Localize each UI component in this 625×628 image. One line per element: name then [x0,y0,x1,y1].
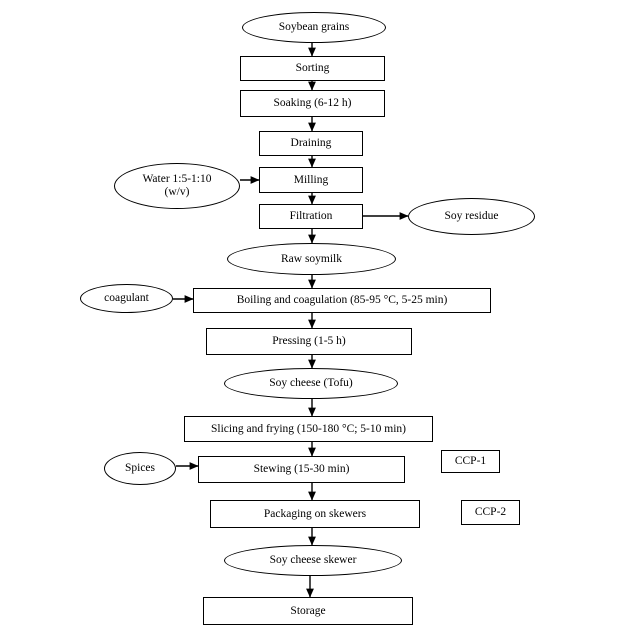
node-pressing[interactable]: Pressing (1-5 h) [206,328,412,355]
node-label: Soy residue [444,210,499,223]
node-water[interactable]: Water 1:5-1:10 (w/v) [114,163,240,209]
node-coagulant[interactable]: coagulant [80,284,173,313]
node-label: Pressing (1-5 h) [272,335,346,348]
node-label: Spices [124,462,156,475]
node-label: Filtration [289,210,333,223]
node-label: Soy cheese skewer [269,554,357,567]
node-ccp2[interactable]: CCP-2 [461,500,520,525]
node-sorting[interactable]: Sorting [240,56,385,81]
node-label: Stewing (15-30 min) [253,463,350,476]
node-label: Packaging on skewers [263,507,367,520]
node-label: Sorting [295,62,330,75]
node-label: CCP-2 [474,506,507,519]
node-filtration[interactable]: Filtration [259,204,363,229]
node-label: Soy cheese (Tofu) [269,377,353,390]
node-stewing[interactable]: Stewing (15-30 min) [198,456,405,483]
node-label: Milling [293,173,329,186]
node-label: Draining [290,137,332,150]
node-label: Raw soymilk [280,252,342,265]
node-slicing-frying[interactable]: Slicing and frying (150-180 °C; 5-10 min… [184,416,433,442]
node-boiling[interactable]: Boiling and coagulation (85-95 °C, 5-25 … [193,288,491,313]
node-storage[interactable]: Storage [203,597,413,625]
node-label: Soaking (6-12 h) [273,97,352,110]
node-raw-soymilk[interactable]: Raw soymilk [227,243,396,275]
node-packaging[interactable]: Packaging on skewers [210,500,420,528]
node-soybean-grains[interactable]: Soybean grains [242,12,386,43]
node-draining[interactable]: Draining [259,131,363,156]
node-soy-cheese-tofu[interactable]: Soy cheese (Tofu) [224,368,398,399]
node-ccp1[interactable]: CCP-1 [441,450,500,473]
node-label: Storage [290,604,326,617]
node-soy-cheese-skewer[interactable]: Soy cheese skewer [224,545,402,576]
node-label: coagulant [104,292,149,305]
node-soaking[interactable]: Soaking (6-12 h) [240,90,385,117]
node-spices[interactable]: Spices [104,452,176,485]
node-label: Water 1:5-1:10 (w/v) [142,173,212,198]
node-label: Boiling and coagulation (85-95 °C, 5-25 … [236,294,448,307]
node-label: Soybean grains [278,21,350,34]
node-milling[interactable]: Milling [259,167,363,193]
node-soy-residue[interactable]: Soy residue [408,198,535,235]
node-label: CCP-1 [454,455,487,468]
node-label: Slicing and frying (150-180 °C; 5-10 min… [211,422,406,435]
